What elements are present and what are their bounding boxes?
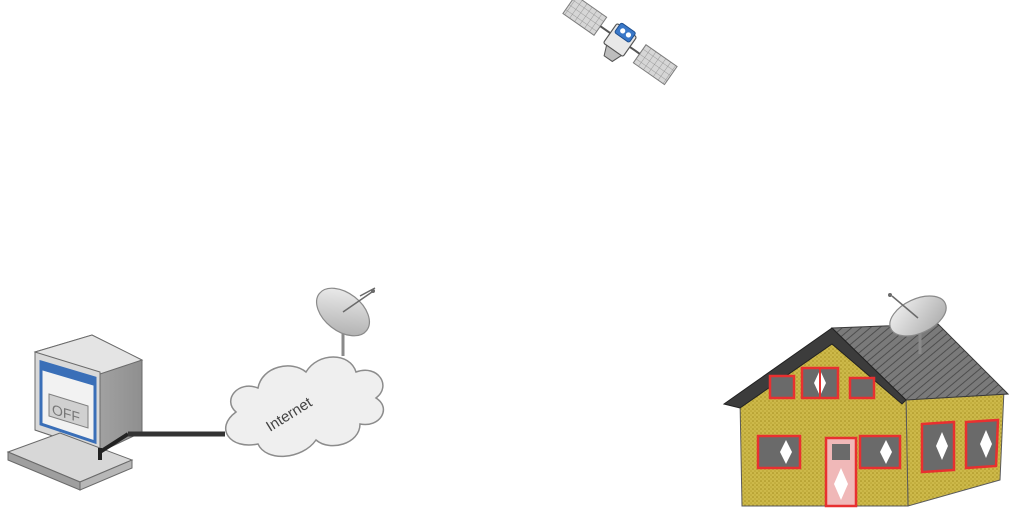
cloud-icon: Internet [226, 357, 384, 456]
house-door [826, 438, 856, 506]
satellite-dish-icon [308, 279, 379, 356]
house-window [802, 368, 838, 398]
house-window [966, 420, 998, 468]
house-window [860, 436, 900, 468]
computer-icon: OFF [8, 335, 142, 490]
house-window [922, 422, 954, 472]
house-window [770, 376, 794, 398]
house-window [850, 378, 874, 398]
satellite-icon [557, 0, 680, 94]
house-icon [724, 288, 1008, 506]
house-window [758, 436, 800, 468]
